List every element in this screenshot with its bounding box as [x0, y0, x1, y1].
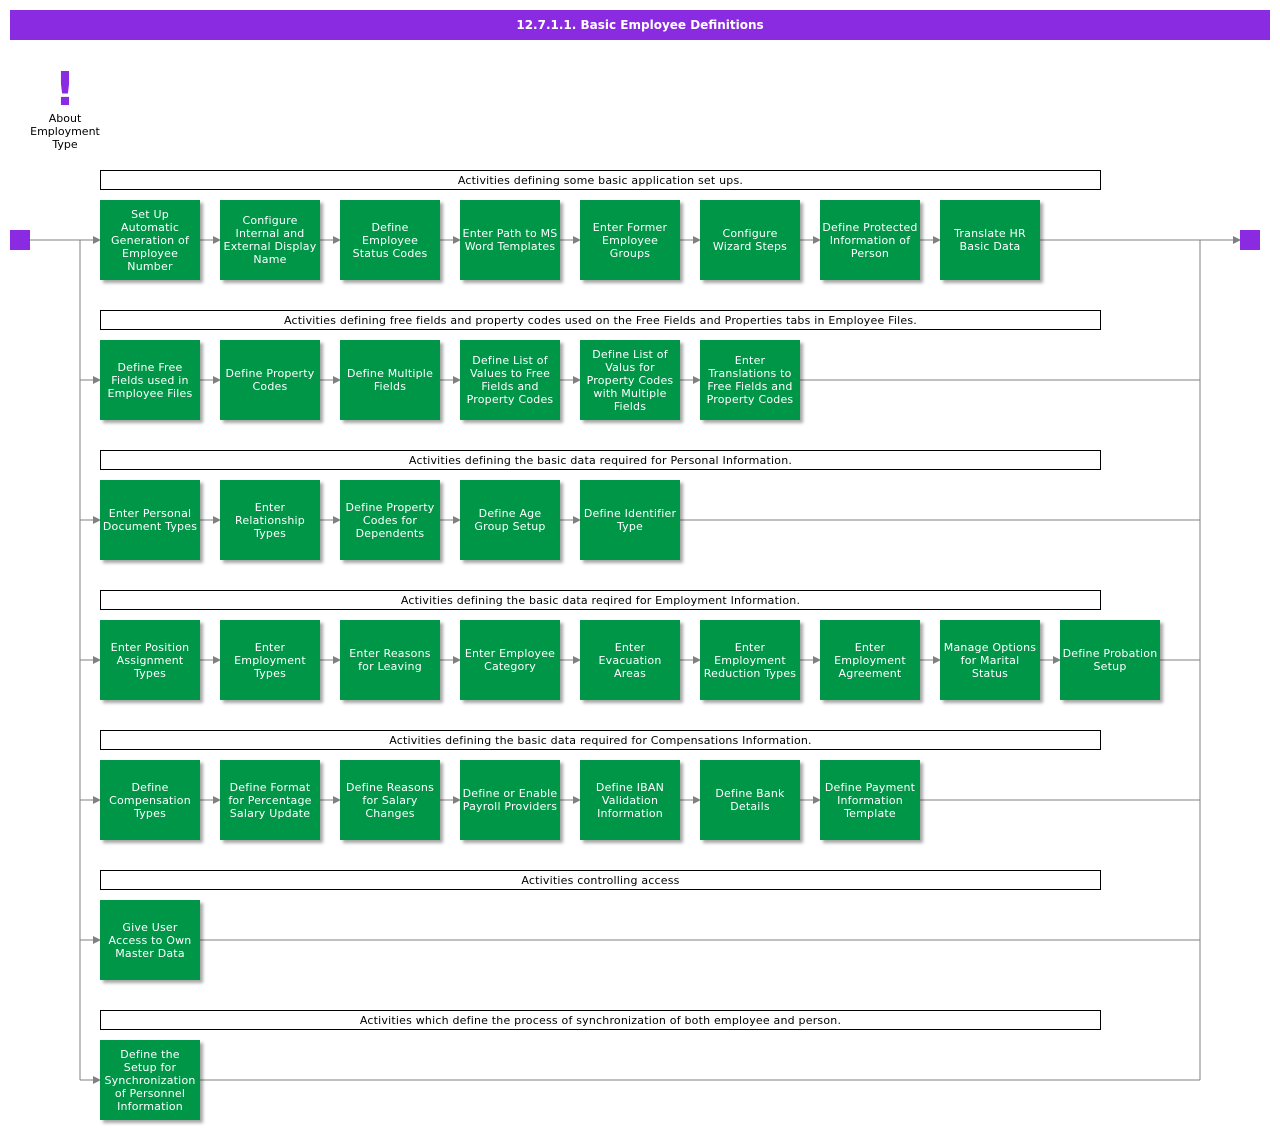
- group-header-7: Activities which define the process of s…: [100, 1010, 1101, 1030]
- activity-box[interactable]: Define Compensation Types: [100, 760, 200, 840]
- activity-box[interactable]: Define Property Codes: [220, 340, 320, 420]
- group-header-4: Activities defining the basic data reqir…: [100, 590, 1101, 610]
- activity-box[interactable]: Define Probation Setup: [1060, 620, 1160, 700]
- activity-box[interactable]: Set Up Automatic Generation of Employee …: [100, 200, 200, 280]
- activity-box[interactable]: Define IBAN Validation Information: [580, 760, 680, 840]
- activity-box[interactable]: Define List of Valus for Property Codes …: [580, 340, 680, 420]
- activity-box[interactable]: Define Payment Information Template: [820, 760, 920, 840]
- activity-box[interactable]: Define Bank Details: [700, 760, 800, 840]
- activity-box[interactable]: Enter Position Assignment Types: [100, 620, 200, 700]
- activity-box[interactable]: Define or Enable Payroll Providers: [460, 760, 560, 840]
- activity-box[interactable]: Define Employee Status Codes: [340, 200, 440, 280]
- activity-box[interactable]: Define List of Values to Free Fields and…: [460, 340, 560, 420]
- activity-box[interactable]: Enter Relationship Types: [220, 480, 320, 560]
- activity-box[interactable]: Define Format for Percentage Salary Upda…: [220, 760, 320, 840]
- activity-box[interactable]: Define Identifier Type: [580, 480, 680, 560]
- activity-box[interactable]: Define Property Codes for Dependents: [340, 480, 440, 560]
- activity-box[interactable]: Define Multiple Fields: [340, 340, 440, 420]
- activity-box[interactable]: Enter Employment Agreement: [820, 620, 920, 700]
- diagram-title: 12.7.1.1. Basic Employee Definitions: [10, 10, 1270, 40]
- exclamation-icon: !: [54, 62, 76, 116]
- activity-box[interactable]: Enter Employment Types: [220, 620, 320, 700]
- activity-box[interactable]: Enter Former Employee Groups: [580, 200, 680, 280]
- activity-box[interactable]: Manage Options for Marital Status: [940, 620, 1040, 700]
- activity-box[interactable]: Enter Evacuation Areas: [580, 620, 680, 700]
- end-node: [1240, 230, 1260, 250]
- activity-box[interactable]: Enter Reasons for Leaving: [340, 620, 440, 700]
- start-node: [10, 230, 30, 250]
- group-header-1: Activities defining some basic applicati…: [100, 170, 1101, 190]
- activity-box[interactable]: Define Protected Information of Person: [820, 200, 920, 280]
- activity-box[interactable]: Enter Employee Category: [460, 620, 560, 700]
- group-header-6: Activities controlling access: [100, 870, 1101, 890]
- activity-box[interactable]: Define the Setup for Synchronization of …: [100, 1040, 200, 1120]
- activity-box[interactable]: Define Age Group Setup: [460, 480, 560, 560]
- activity-box[interactable]: Define Free Fields used in Employee File…: [100, 340, 200, 420]
- activity-box[interactable]: Enter Employment Reduction Types: [700, 620, 800, 700]
- activity-box[interactable]: Enter Personal Document Types: [100, 480, 200, 560]
- note-about-employment-type[interactable]: ! About Employment Type: [20, 66, 110, 151]
- activity-box[interactable]: Define Reasons for Salary Changes: [340, 760, 440, 840]
- activity-box[interactable]: Configure Internal and External Display …: [220, 200, 320, 280]
- group-header-5: Activities defining the basic data requi…: [100, 730, 1101, 750]
- activity-box[interactable]: Configure Wizard Steps: [700, 200, 800, 280]
- group-header-3: Activities defining the basic data requi…: [100, 450, 1101, 470]
- activity-box[interactable]: Translate HR Basic Data: [940, 200, 1040, 280]
- group-header-2: Activities defining free fields and prop…: [100, 310, 1101, 330]
- note-label: About Employment Type: [30, 112, 100, 151]
- activity-box[interactable]: Enter Path to MS Word Templates: [460, 200, 560, 280]
- activity-box[interactable]: Give User Access to Own Master Data: [100, 900, 200, 980]
- activity-box[interactable]: Enter Translations to Free Fields and Pr…: [700, 340, 800, 420]
